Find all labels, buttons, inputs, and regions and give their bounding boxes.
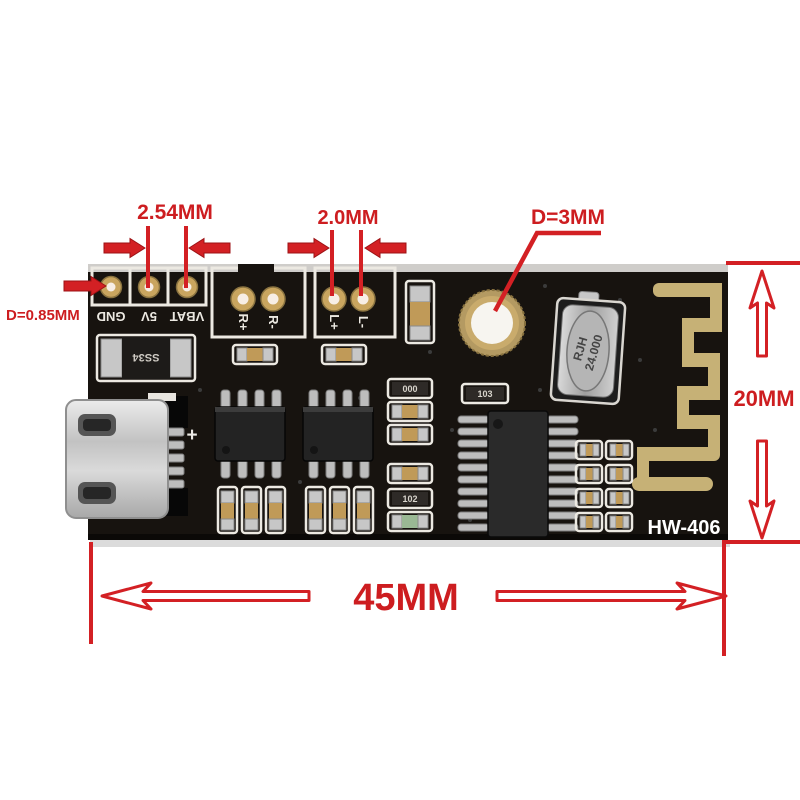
board-top-bevel [88, 264, 728, 272]
pin-label-gnd: GND [97, 309, 126, 324]
left-channel-pads: L+ L- [313, 266, 397, 339]
smd-code-102: 102 [402, 494, 417, 504]
arrow-up-icon [748, 269, 776, 358]
soic8-ic-left [214, 389, 286, 479]
pin-pitch-label: 2.54MM [137, 201, 213, 224]
tssop-main-ic [457, 410, 579, 538]
dim-board-height: 20MM [722, 261, 800, 656]
pad-label-r-minus: R- [266, 315, 281, 329]
arrow-right-icon [63, 275, 107, 297]
arrow-down-icon [748, 439, 776, 540]
usb-polarity-label: + [186, 425, 197, 446]
pitch-line-left [146, 226, 150, 288]
dim-audio-pad-pitch: 2.0MM [287, 207, 407, 296]
pin-label-5v: 5V [141, 309, 157, 324]
bluetooth-antenna [632, 283, 722, 491]
soic8-ic-right [302, 389, 374, 479]
pad-label-r-plus: R+ [236, 314, 251, 331]
mounting-hole [458, 289, 526, 357]
pitch-line-left [330, 230, 334, 296]
dim-board-width: 45MM [89, 542, 728, 644]
arrow-left-icon [364, 237, 407, 259]
extension-line-vertical [722, 542, 726, 656]
extension-line-top [726, 261, 800, 265]
dim-pin-pitch: 2.54MM [103, 201, 231, 288]
arrow-right-icon [103, 237, 146, 259]
audio-pad-pitch-label: 2.0MM [317, 207, 378, 229]
board-shadow [90, 540, 730, 547]
crystal-oscillator: RJH 24.000 [549, 290, 627, 406]
usb-silk-mark [148, 393, 176, 401]
board-height-label: 20MM [733, 386, 794, 411]
smd-code-000: 000 [402, 384, 417, 394]
arrow-right-icon [287, 237, 330, 259]
extension-line-left [89, 542, 93, 644]
ss34-diode: SS34 [95, 333, 197, 383]
smd-code-103: 103 [477, 389, 492, 399]
pin-label-vbat: VBAT [170, 309, 204, 324]
arrow-right-icon [495, 581, 728, 611]
board-bottom-edge [88, 534, 728, 540]
micro-usb-connector: + [65, 393, 198, 519]
smd-passives: 103 000 102 [216, 279, 634, 535]
diode-code-label: SS34 [132, 351, 160, 363]
arrow-left-icon [100, 581, 311, 611]
pad-label-l-plus: L+ [327, 314, 342, 330]
board-model-label: HW-406 [648, 517, 721, 539]
pad-label-l-minus: L- [356, 316, 371, 328]
pcb-board: GND 5V VBAT R+ R- L+ L- [65, 264, 730, 547]
extension-line-bottom [722, 540, 800, 544]
pin-hole-label: D=0.85MM [6, 307, 80, 324]
pitch-line-right [184, 226, 188, 288]
arrow-left-icon [188, 237, 231, 259]
right-channel-pads: R+ R- [210, 264, 307, 339]
mount-hole-label: D=3MM [531, 206, 605, 229]
dim-pin-hole: D=0.85MM [6, 275, 107, 324]
crystal-brand-label: RJH [570, 335, 590, 362]
board-width-label: 45MM [353, 577, 459, 619]
mount-hole-leader-line [493, 230, 601, 313]
dim-mount-hole: D=3MM [493, 206, 605, 313]
pitch-line-right [359, 230, 363, 296]
